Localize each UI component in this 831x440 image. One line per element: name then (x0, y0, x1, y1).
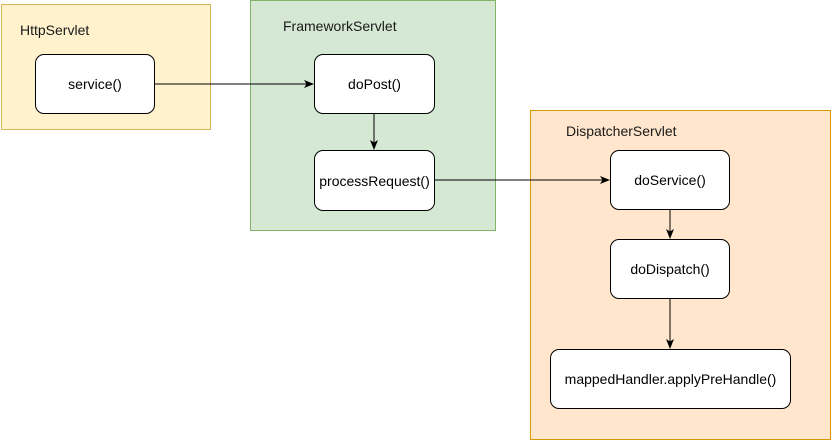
dispatcher-servlet-title: DispatcherServlet (566, 123, 677, 139)
process-request-node: processRequest() (314, 150, 435, 211)
do-post-node: doPost() (314, 54, 435, 114)
http-servlet-title: HttpServlet (20, 22, 90, 38)
service-node: service() (35, 54, 155, 114)
framework-servlet-title: FrameworkServlet (283, 18, 397, 34)
do-dispatch-node: doDispatch() (610, 239, 730, 299)
do-service-node: doService() (610, 150, 730, 210)
apply-pre-handle-node: mappedHandler.applyPreHandle() (550, 349, 791, 409)
